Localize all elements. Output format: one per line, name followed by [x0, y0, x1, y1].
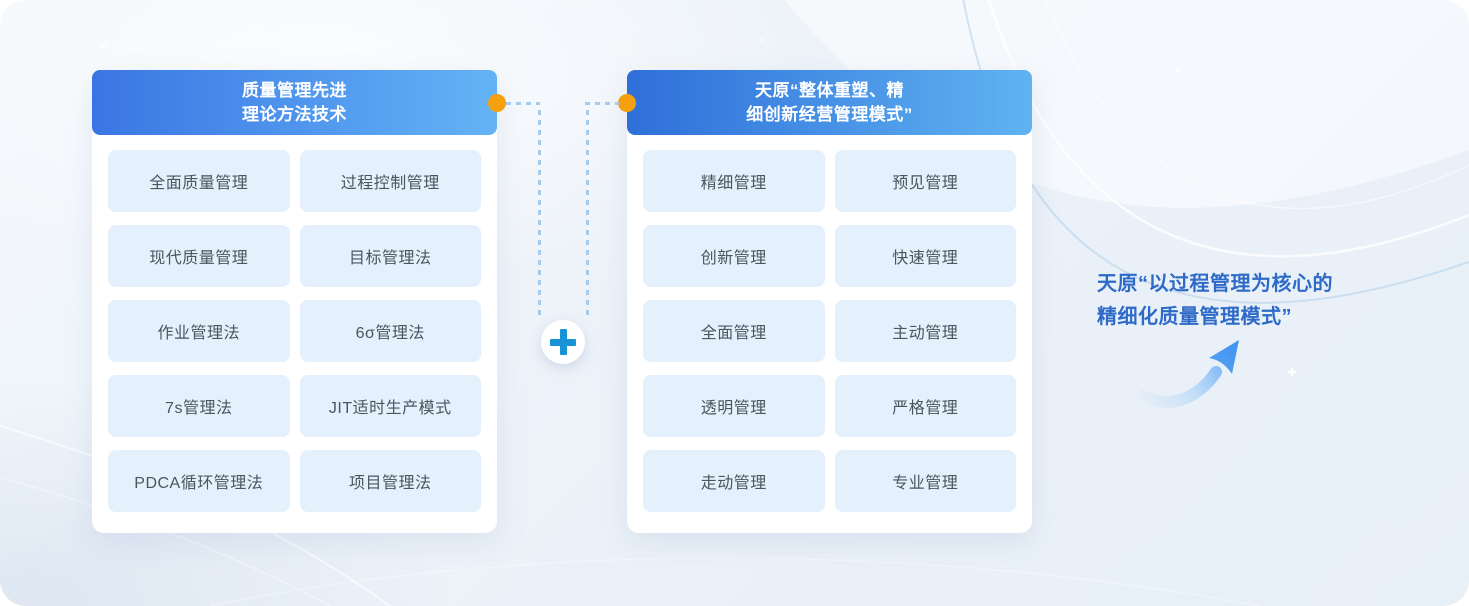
management-item: 6σ管理法	[299, 300, 481, 362]
growth-arrow-icon	[1135, 330, 1245, 412]
connector-dot-left	[488, 94, 506, 112]
left-panel: 质量管理先进 理论方法技术 全面质量管理 过程控制管理 现代质量管理 目标管理法…	[92, 70, 497, 533]
dashed-line-right-horizontal	[585, 101, 619, 105]
management-item: 快速管理	[834, 225, 1016, 287]
result-text-line2: 精细化质量管理模式”	[1097, 306, 1292, 328]
connector-dot-right	[618, 94, 636, 112]
management-item: 现代质量管理	[108, 225, 290, 287]
right-panel-title-line1: 天原“整体重塑、精	[755, 80, 904, 100]
management-item: JIT适时生产模式	[299, 375, 481, 437]
right-panel-header: 天原“整体重塑、精 细创新经营管理模式”	[627, 70, 1032, 135]
right-panel-title-line2: 细创新经营管理模式”	[746, 104, 913, 124]
plus-circle	[541, 320, 585, 364]
dashed-line-left-vertical	[537, 110, 541, 320]
management-item: 全面质量管理	[108, 150, 290, 212]
management-item: 走动管理	[643, 450, 825, 512]
management-item: 透明管理	[643, 375, 825, 437]
dashed-line-left-horizontal	[506, 101, 540, 105]
management-item: PDCA循环管理法	[108, 450, 290, 512]
management-item: 专业管理	[834, 450, 1016, 512]
result-text-line1: 天原“以过程管理为核心的	[1097, 273, 1333, 295]
result-text: 天原“以过程管理为核心的 精细化质量管理模式”	[1097, 268, 1407, 334]
management-item: 主动管理	[834, 300, 1016, 362]
left-panel-title-line1: 质量管理先进	[242, 80, 347, 100]
management-item: 目标管理法	[299, 225, 481, 287]
right-panel: 天原“整体重塑、精 细创新经营管理模式” 精细管理 预见管理 创新管理 快速管理…	[627, 70, 1032, 533]
left-panel-header: 质量管理先进 理论方法技术	[92, 70, 497, 135]
management-item: 作业管理法	[108, 300, 290, 362]
management-item: 预见管理	[834, 150, 1016, 212]
left-panel-item-grid: 全面质量管理 过程控制管理 现代质量管理 目标管理法 作业管理法 6σ管理法 7…	[108, 150, 481, 512]
management-item: 严格管理	[834, 375, 1016, 437]
management-item: 7s管理法	[108, 375, 290, 437]
management-item: 过程控制管理	[299, 150, 481, 212]
right-panel-item-grid: 精细管理 预见管理 创新管理 快速管理 全面管理 主动管理 透明管理 严格管理 …	[643, 150, 1016, 512]
management-item: 全面管理	[643, 300, 825, 362]
management-item: 精细管理	[643, 150, 825, 212]
management-item: 项目管理法	[299, 450, 481, 512]
plus-icon	[541, 320, 585, 364]
left-panel-title-line2: 理论方法技术	[242, 104, 347, 124]
management-item: 创新管理	[643, 225, 825, 287]
dashed-line-right-vertical	[585, 110, 589, 320]
